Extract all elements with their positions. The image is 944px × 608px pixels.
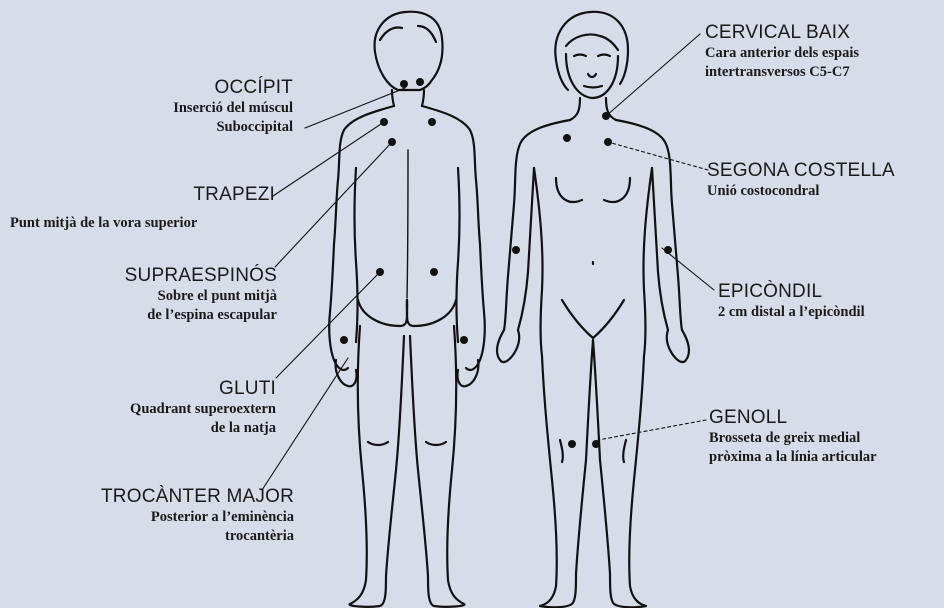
front-figure	[497, 12, 689, 607]
label-description: Punt mitjà de la vora superior	[10, 214, 197, 233]
label-description: Suboccipital	[173, 118, 293, 137]
label-title: TRAPEZI	[193, 184, 275, 206]
label-title: CERVICAL BAIX	[705, 22, 859, 44]
label-description: Brosseta de greix medial	[709, 429, 877, 448]
label-title: OCCÍPIT	[173, 77, 293, 99]
label-segona-costella: SEGONA COSTELLA Unió costocondral	[707, 160, 895, 201]
label-description: 2 cm distal a l’epicòndil	[718, 303, 865, 322]
label-description: Cara anterior dels espais	[705, 44, 859, 63]
label-cervical-baix: CERVICAL BAIX Cara anterior dels espais …	[705, 22, 859, 82]
label-epicondil: EPICÒNDIL 2 cm distal a l’epicòndil	[718, 281, 865, 322]
label-trocanter-major: TROCÀNTER MAJOR Posterior a l’eminència …	[101, 486, 294, 546]
back-figure	[329, 12, 485, 607]
label-title: SEGONA COSTELLA	[707, 160, 895, 182]
label-title: GLUTI	[130, 378, 276, 400]
label-description: trocantèria	[101, 527, 294, 546]
label-supraespinos: SUPRAESPINÓS Sobre el punt mitjà de l’es…	[125, 265, 277, 325]
label-occipit: OCCÍPIT Inserció del múscul Suboccipital	[173, 77, 293, 137]
label-description: Inserció del múscul	[173, 99, 293, 118]
label-description: Quadrant superoextern	[130, 400, 276, 419]
leader-lines	[262, 34, 714, 490]
label-title: EPICÒNDIL	[718, 281, 865, 303]
label-trapezi: TRAPEZI	[193, 184, 275, 206]
label-description: Sobre el punt mitjà	[125, 287, 277, 306]
label-gluti: GLUTI Quadrant superoextern de la natja	[130, 378, 276, 438]
label-title: GENOLL	[709, 407, 877, 429]
label-description: de l’espina escapular	[125, 306, 277, 325]
label-trapezi-desc: Punt mitjà de la vora superior	[10, 214, 197, 233]
tender-point-dots	[340, 78, 672, 448]
label-title: TROCÀNTER MAJOR	[101, 486, 294, 508]
label-genoll: GENOLL Brosseta de greix medial pròxima …	[709, 407, 877, 467]
label-description: de la natja	[130, 419, 276, 438]
label-title: SUPRAESPINÓS	[125, 265, 277, 287]
label-description: intertransversos C5-C7	[705, 63, 859, 82]
label-description: pròxima a la línia articular	[709, 448, 877, 467]
label-description: Unió costocondral	[707, 182, 895, 201]
label-description: Posterior a l’eminència	[101, 508, 294, 527]
